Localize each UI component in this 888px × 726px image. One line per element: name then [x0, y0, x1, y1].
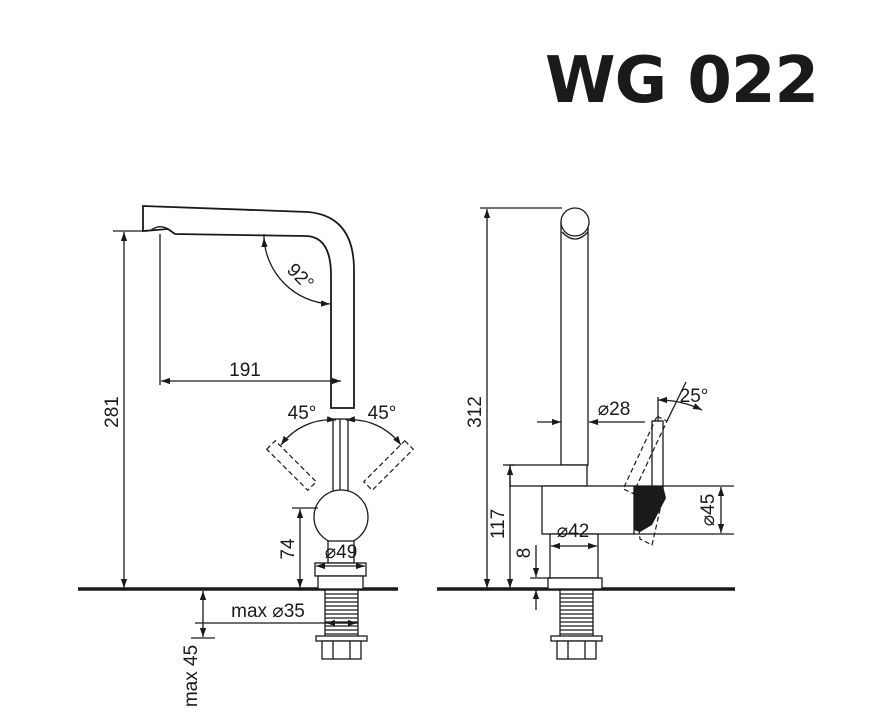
front-body-height-dim: 74	[278, 538, 299, 560]
front-lever-left-angle: 45°	[288, 403, 317, 424]
front-hole-diameter: max ⌀35	[231, 601, 305, 622]
side-body	[509, 464, 588, 487]
front-aerator	[149, 226, 173, 233]
side-nut	[556, 640, 597, 660]
side-base	[547, 577, 603, 590]
front-spout	[142, 205, 355, 409]
front-lever-right-angle: 45°	[368, 403, 397, 424]
front-nut	[321, 640, 362, 660]
side-height-dim: 312	[465, 396, 486, 428]
side-base-height-dim: 8	[514, 548, 535, 559]
side-body-diameter: ⌀45	[698, 494, 719, 527]
front-lever-right-dashed	[362, 439, 415, 492]
side-column-diameter: ⌀28	[598, 399, 631, 420]
front-lever-left-dashed	[265, 439, 318, 492]
side-body-height-dim: 117	[488, 509, 509, 539]
front-base-diameter: ⌀49	[325, 542, 358, 563]
front-view: 281 191 92° 45° 45° 74 ⌀49 max ⌀35 max 4…	[78, 205, 415, 707]
front-reach-dim: 191	[229, 360, 261, 381]
side-column	[560, 221, 589, 466]
front-deck-thickness: max 45	[181, 645, 202, 707]
front-body	[313, 489, 369, 545]
side-spout-top	[560, 207, 590, 237]
side-base-diameter: ⌀42	[557, 521, 590, 542]
front-height-dim: 281	[102, 396, 123, 428]
side-lever-angle: 25°	[680, 386, 709, 407]
front-base	[314, 562, 367, 577]
side-view: 312 ⌀28 25° 117 ⌀45 ⌀42 8	[437, 207, 735, 660]
front-spout-angle: 92°	[282, 260, 317, 295]
model-title: WG 022	[545, 44, 818, 118]
